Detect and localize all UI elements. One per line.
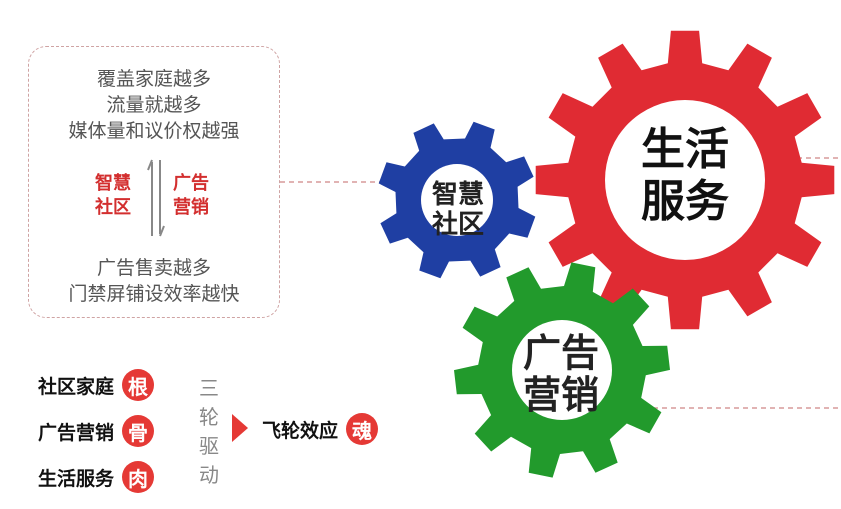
top-line-1: 覆盖家庭越多 — [96, 68, 211, 90]
legend-row-1: 社区家庭 根 — [38, 369, 155, 401]
legend-badge-3: 肉 — [122, 461, 155, 493]
gear-red-label: 生活 服务 — [610, 124, 760, 228]
flywheel-effect: 飞轮效应 魂 — [262, 413, 379, 445]
three-wheel-drive-text: 三 轮 驱 动 — [196, 374, 222, 490]
middle-left-line-2: 社区 — [95, 197, 131, 218]
gear-green-line-2: 营销 — [522, 373, 599, 417]
middle-right-label: 广告 营销 — [166, 172, 216, 220]
middle-left-line-1: 智慧 — [95, 173, 131, 194]
gear-blue-line-2: 社区 — [431, 210, 484, 240]
gear-blue — [378, 121, 536, 279]
gear-green — [454, 262, 670, 478]
bottom-line-1: 广告售卖越多 — [96, 257, 211, 279]
middle-left-label: 智慧 社区 — [88, 172, 138, 220]
bottom-line-2: 门禁屏铺设效率越快 — [68, 283, 240, 305]
vertical-char-4: 动 — [199, 463, 219, 487]
legend-label-2: 广告营销 — [38, 421, 115, 444]
top-line-3: 媒体量和议价权越强 — [68, 120, 240, 142]
vertical-char-2: 轮 — [199, 405, 219, 429]
gear-blue-line-1: 智慧 — [431, 180, 484, 210]
flywheel-badge: 魂 — [346, 413, 379, 445]
top-line-2: 流量就越多 — [106, 94, 202, 116]
middle-right-line-2: 营销 — [173, 197, 209, 218]
gear-green-label: 广告 营销 — [506, 332, 616, 416]
legend-badge-1: 根 — [122, 369, 155, 401]
gear-red-center — [605, 100, 765, 260]
middle-right-line-1: 广告 — [173, 173, 209, 194]
flywheel-label: 飞轮效应 — [262, 419, 339, 442]
legend-label-3: 生活服务 — [38, 467, 115, 490]
gear-blue-label: 智慧 社区 — [418, 180, 498, 240]
info-box — [28, 46, 280, 318]
gear-green-center — [512, 320, 612, 420]
vertical-char-1: 三 — [199, 376, 219, 400]
legend-label-1: 社区家庭 — [38, 375, 115, 398]
vertical-char-3: 驱 — [199, 434, 219, 458]
gear-red — [535, 30, 835, 330]
gear-red-line-2: 服务 — [641, 176, 729, 227]
play-triangle-icon — [232, 414, 248, 442]
gear-red-line-1: 生活 — [641, 124, 729, 175]
legend-badge-2: 骨 — [122, 415, 155, 447]
gear-blue-center — [421, 164, 493, 236]
legend-row-2: 广告营销 骨 — [38, 415, 155, 447]
gear-green-line-1: 广告 — [522, 331, 599, 375]
bidirectional-arrows-icon — [147, 159, 165, 237]
legend-row-3: 生活服务 肉 — [38, 461, 155, 493]
